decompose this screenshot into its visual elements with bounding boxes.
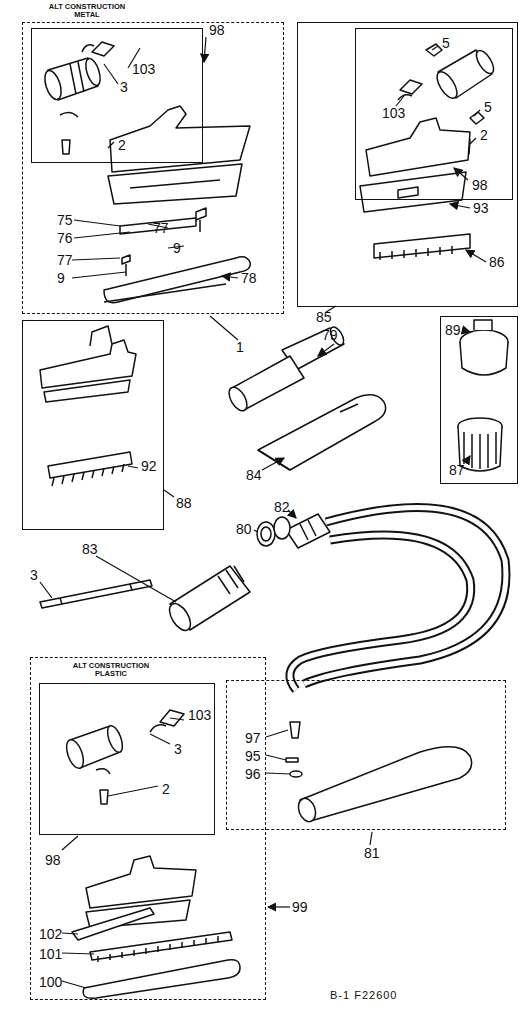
callout-number: 86 <box>489 255 505 270</box>
callout-number: 81 <box>364 846 380 861</box>
round-brush <box>458 320 508 471</box>
callout-number: 77 <box>57 253 73 268</box>
callout-number: 102 <box>39 927 62 942</box>
callout-number: 78 <box>241 271 257 286</box>
callout-number: 3 <box>30 568 38 583</box>
callout-number: 103 <box>188 708 211 723</box>
callout-number: 2 <box>118 138 126 153</box>
callout-number: 87 <box>449 463 465 478</box>
callout-number: 3 <box>120 80 128 95</box>
leader-lines <box>40 37 486 988</box>
callout-number: 84 <box>246 468 262 483</box>
callout-number: 79 <box>322 328 338 343</box>
callout-number: 5 <box>484 100 492 115</box>
callout-number: 85 <box>316 310 332 325</box>
figure-code: B-1 F22600 <box>330 988 397 1003</box>
callout-number: 89 <box>445 323 461 338</box>
construction-heading: ALT CONSTRUCTION PLASTIC <box>61 662 161 678</box>
floor-brush <box>40 326 136 486</box>
construction-heading: ALT CONSTRUCTION METAL <box>37 3 137 19</box>
callout-number: 3 <box>174 742 182 757</box>
callout-number: 1 <box>236 340 244 355</box>
callout-number: 92 <box>141 459 157 474</box>
parts-group-box: 103 3 2 <box>39 683 215 835</box>
callout-number: 103 <box>382 106 405 121</box>
parts-group-box: 89 87 <box>440 316 518 484</box>
callout-number: 95 <box>245 749 261 764</box>
callout-number: 9 <box>173 241 181 256</box>
parts-group-box: 5 103 5 2 98 <box>355 28 513 200</box>
metal-floor-nozzle <box>104 106 250 303</box>
dusting-nozzle <box>360 118 470 260</box>
callout-number: 76 <box>57 231 73 246</box>
callout-number: 88 <box>176 496 192 511</box>
parts-group-box: 97 95 96 <box>226 680 506 830</box>
callout-number: 98 <box>45 853 61 868</box>
callout-number: 83 <box>82 542 98 557</box>
callout-number: 77 <box>153 221 169 236</box>
parts-group-box: ALT CONSTRUCTION PLASTIC 98 102 101 100 103 3 2 <box>30 657 266 1000</box>
callout-number: 98 <box>472 178 488 193</box>
parts-group-box: 93 86 5 103 5 2 98 <box>297 22 518 307</box>
callout-number: 100 <box>39 975 62 990</box>
callout-number: 101 <box>39 947 62 962</box>
callout-number: 96 <box>245 767 261 782</box>
hose <box>40 508 506 690</box>
parts-group-box: 103 3 2 <box>31 28 203 163</box>
callout-number: 80 <box>236 522 252 537</box>
parts-group-box: ALT CONSTRUCTION METAL987576779779781033… <box>22 22 284 314</box>
callout-number: 82 <box>274 500 290 515</box>
callout-number: 5 <box>442 36 450 51</box>
plastic-fitting <box>63 710 184 804</box>
callout-number: 97 <box>245 731 261 746</box>
callout-number: 9 <box>57 271 65 286</box>
callout-number: 98 <box>209 23 225 38</box>
wand-and-crevice <box>225 325 385 470</box>
callout-number: 75 <box>57 213 73 228</box>
metal-fitting <box>42 42 114 154</box>
parts-group-box: 92 <box>22 320 164 530</box>
callout-number: 99 <box>292 900 308 915</box>
plastic-floor-nozzle <box>72 856 240 998</box>
callout-number: 2 <box>480 128 488 143</box>
callout-number: 93 <box>473 201 489 216</box>
callout-number: 2 <box>162 782 170 797</box>
hose-handle <box>286 722 472 824</box>
callout-number: 103 <box>132 62 155 77</box>
